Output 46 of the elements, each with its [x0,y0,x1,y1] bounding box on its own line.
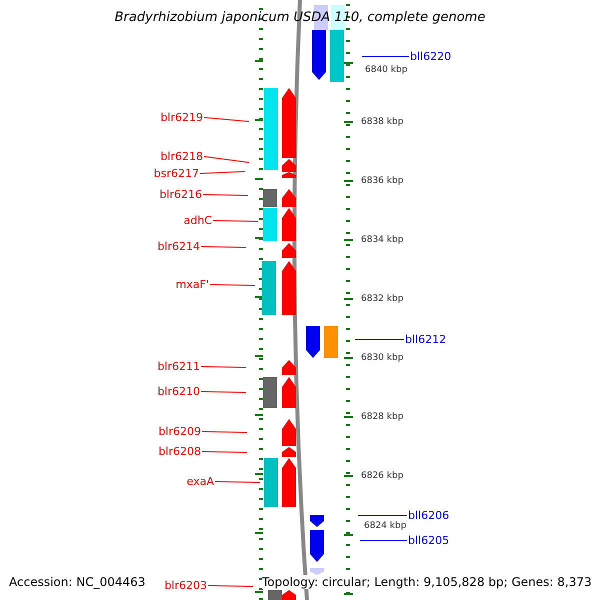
leader-line [212,220,258,222]
title: Bradyrhizobium japonicum USDA 110, complete genome [114,10,486,25]
scale-label: 6830 kbp [361,353,404,364]
scale-label: 6838 kbp [361,117,404,128]
scale-label: 6834 kbp [361,235,404,246]
gene-label: blr6211 [157,360,200,373]
leader-line [360,540,408,541]
accession-text: Accession: NC_004463 [9,575,146,589]
leader-line [200,246,246,248]
scale-label: 6824 kbp [364,521,406,532]
leader-line [354,339,404,340]
gene-label: bll6212 [405,333,446,346]
gene-label: blr6210 [157,385,200,398]
leader-line [210,284,256,286]
leader-line [362,56,410,57]
genome-info-text: Topology: circular; Length: 9,105,828 bp; Genes: 8,373 [262,575,592,589]
gene-label: blr6203 [164,579,207,592]
gene-label: blr6208 [158,445,201,458]
gene-label: blr6219 [160,111,203,124]
leader-line [200,366,246,368]
gene-label: bll6220 [410,50,452,63]
scale-label: 6840 kbp [365,65,408,76]
scale-label: 6832 kbp [361,294,404,305]
gene-label: blr6214 [157,240,200,253]
gene-label: blr6209 [158,425,201,438]
gene-label: exaA [186,475,214,488]
scale-label: 6826 kbp [361,471,404,482]
leader-line [202,451,248,453]
leader-line [204,117,250,122]
gene-label: bll6205 [408,534,450,547]
leader-line [358,515,408,516]
gene-label: bll6206 [408,509,450,522]
gene-label: adhC [184,214,212,227]
gene-label: mxaF' [176,278,209,291]
leader-line [200,171,246,174]
scale-label: 6836 kbp [361,176,404,187]
leader-line [202,431,248,433]
scale-label: 6828 kbp [361,412,404,423]
gene-label: blr6216 [159,188,202,201]
gene-label: bsr6217 [154,167,199,180]
leader-line [208,585,254,587]
gene-label: blr6218 [160,150,203,163]
leader-line [214,481,260,483]
leader-line [204,156,250,163]
leader-line [202,194,248,196]
leader-line [200,391,246,393]
